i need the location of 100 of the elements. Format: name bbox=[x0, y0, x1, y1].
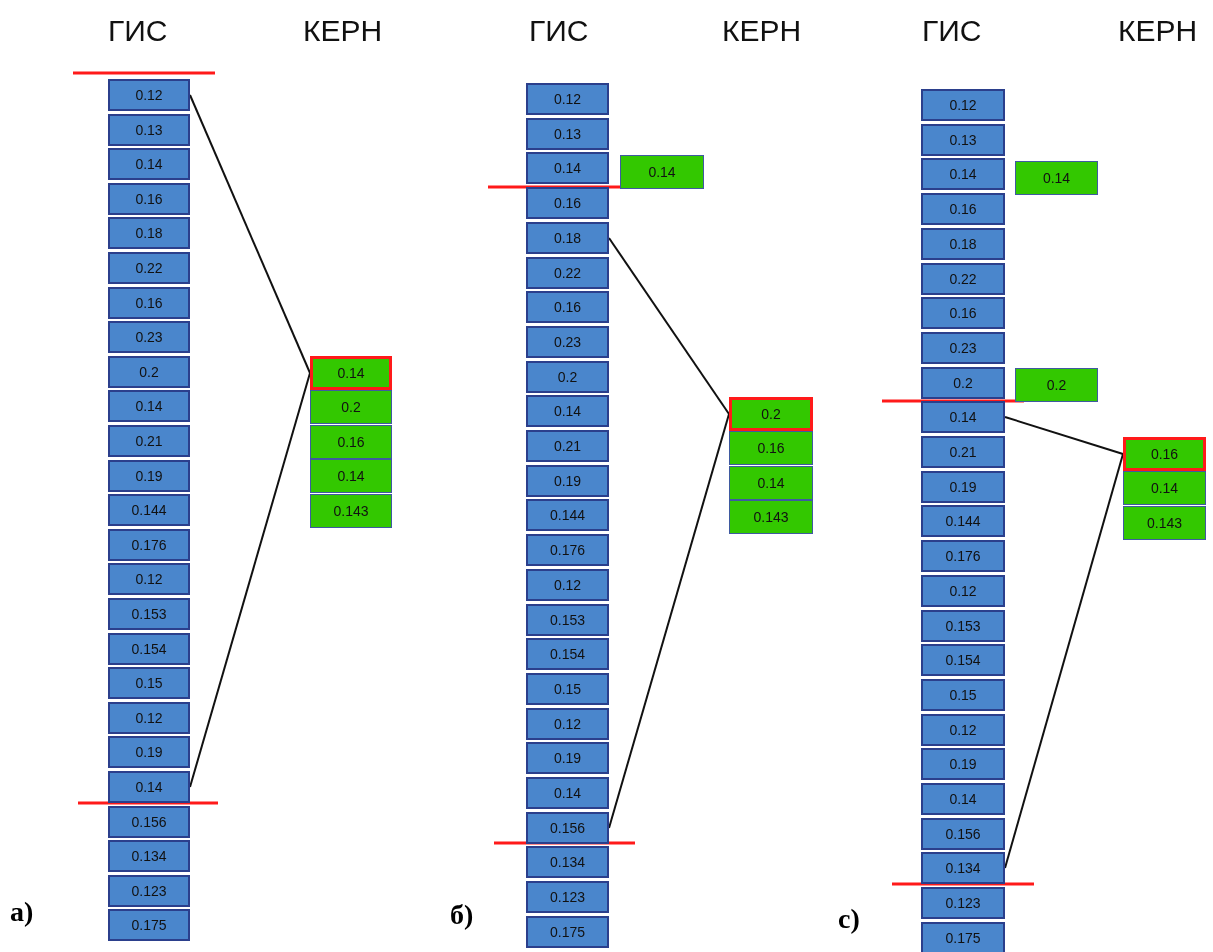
log-value-cell: 0.15 bbox=[108, 667, 190, 699]
log-value-cell: 0.21 bbox=[526, 430, 609, 462]
log-value-cell: 0.154 bbox=[526, 638, 609, 670]
log-value-cell: 0.123 bbox=[108, 875, 190, 907]
log-value-cell: 0.19 bbox=[921, 471, 1005, 503]
core-value-cell: 0.143 bbox=[1123, 506, 1206, 540]
log-value-cell: 0.14 bbox=[921, 158, 1005, 190]
panel-label: a) bbox=[10, 896, 34, 928]
log-value-cell: 0.175 bbox=[526, 916, 609, 948]
core-value-cell: 0.2 bbox=[310, 390, 392, 424]
connector-line bbox=[1004, 416, 1124, 455]
log-value-cell: 0.22 bbox=[108, 252, 190, 284]
log-value-cell: 0.144 bbox=[526, 499, 609, 531]
log-value-cell: 0.22 bbox=[526, 257, 609, 289]
log-value-cell: 0.12 bbox=[108, 563, 190, 595]
log-value-cell: 0.23 bbox=[526, 326, 609, 358]
panel-label: б) bbox=[450, 899, 474, 931]
core-value-cell: 0.16 bbox=[729, 431, 813, 465]
log-value-cell: 0.156 bbox=[921, 818, 1005, 850]
log-value-cell: 0.176 bbox=[526, 534, 609, 566]
log-value-cell: 0.14 bbox=[921, 783, 1005, 815]
core-value-cell: 0.14 bbox=[1123, 471, 1206, 505]
log-value-cell: 0.19 bbox=[108, 460, 190, 492]
core-value-cell: 0.2 bbox=[1015, 368, 1098, 402]
log-value-cell: 0.156 bbox=[108, 806, 190, 838]
log-value-cell: 0.16 bbox=[108, 287, 190, 319]
log-value-cell: 0.13 bbox=[921, 124, 1005, 156]
log-value-cell: 0.175 bbox=[108, 909, 190, 941]
connector-line bbox=[189, 94, 311, 374]
core-value-cell: 0.143 bbox=[729, 500, 813, 534]
log-value-cell: 0.12 bbox=[526, 708, 609, 740]
log-value-cell: 0.21 bbox=[921, 436, 1005, 468]
core-value-cell: 0.14 bbox=[310, 459, 392, 493]
log-value-cell: 0.14 bbox=[108, 390, 190, 422]
panel-label: c) bbox=[838, 903, 860, 935]
log-value-cell: 0.19 bbox=[526, 742, 609, 774]
log-value-cell: 0.18 bbox=[526, 222, 609, 254]
log-value-cell: 0.144 bbox=[108, 494, 190, 526]
column-heading: КЕРН bbox=[1118, 14, 1198, 48]
log-value-cell: 0.16 bbox=[921, 193, 1005, 225]
log-value-cell: 0.16 bbox=[921, 297, 1005, 329]
log-value-cell: 0.16 bbox=[526, 291, 609, 323]
log-value-cell: 0.19 bbox=[526, 465, 609, 497]
core-value-cell: 0.143 bbox=[310, 494, 392, 528]
log-value-cell: 0.12 bbox=[108, 702, 190, 734]
column-heading: ГИС bbox=[922, 14, 982, 48]
log-value-cell: 0.12 bbox=[526, 83, 609, 115]
core-value-cell: 0.16 bbox=[1123, 437, 1206, 471]
log-value-cell: 0.12 bbox=[921, 89, 1005, 121]
column-heading: КЕРН bbox=[303, 14, 383, 48]
log-value-cell: 0.153 bbox=[526, 604, 609, 636]
log-value-cell: 0.175 bbox=[921, 922, 1005, 952]
log-value-cell: 0.176 bbox=[108, 529, 190, 561]
log-value-cell: 0.2 bbox=[921, 367, 1005, 399]
log-value-cell: 0.14 bbox=[108, 771, 190, 803]
log-value-cell: 0.134 bbox=[921, 852, 1005, 884]
log-value-cell: 0.18 bbox=[108, 217, 190, 249]
log-value-cell: 0.14 bbox=[526, 152, 609, 184]
log-value-cell: 0.13 bbox=[526, 118, 609, 150]
log-value-cell: 0.16 bbox=[108, 183, 190, 215]
log-value-cell: 0.14 bbox=[526, 395, 609, 427]
log-value-cell: 0.154 bbox=[108, 633, 190, 665]
log-value-cell: 0.19 bbox=[921, 748, 1005, 780]
log-value-cell: 0.12 bbox=[108, 79, 190, 111]
column-heading: ГИС bbox=[529, 14, 589, 48]
log-value-cell: 0.13 bbox=[108, 114, 190, 146]
core-value-cell: 0.14 bbox=[310, 356, 392, 390]
log-value-cell: 0.12 bbox=[921, 714, 1005, 746]
log-value-cell: 0.123 bbox=[921, 887, 1005, 919]
connector-line bbox=[608, 237, 730, 415]
log-value-cell: 0.22 bbox=[921, 263, 1005, 295]
core-value-cell: 0.14 bbox=[620, 155, 704, 189]
log-value-cell: 0.144 bbox=[921, 505, 1005, 537]
log-value-cell: 0.15 bbox=[921, 679, 1005, 711]
log-value-cell: 0.2 bbox=[108, 356, 190, 388]
log-value-cell: 0.134 bbox=[526, 846, 609, 878]
log-value-cell: 0.14 bbox=[108, 148, 190, 180]
log-value-cell: 0.153 bbox=[921, 610, 1005, 642]
log-value-cell: 0.156 bbox=[526, 812, 609, 844]
log-value-cell: 0.18 bbox=[921, 228, 1005, 260]
column-heading: КЕРН bbox=[722, 14, 802, 48]
log-value-cell: 0.23 bbox=[921, 332, 1005, 364]
log-value-cell: 0.153 bbox=[108, 598, 190, 630]
log-value-cell: 0.16 bbox=[526, 187, 609, 219]
core-value-cell: 0.16 bbox=[310, 425, 392, 459]
log-value-cell: 0.12 bbox=[526, 569, 609, 601]
core-value-cell: 0.14 bbox=[1015, 161, 1098, 195]
column-heading: ГИС bbox=[108, 14, 168, 48]
log-value-cell: 0.19 bbox=[108, 736, 190, 768]
log-value-cell: 0.23 bbox=[108, 321, 190, 353]
log-value-cell: 0.21 bbox=[108, 425, 190, 457]
log-value-cell: 0.176 bbox=[921, 540, 1005, 572]
log-value-cell: 0.123 bbox=[526, 881, 609, 913]
log-value-cell: 0.14 bbox=[526, 777, 609, 809]
log-value-cell: 0.134 bbox=[108, 840, 190, 872]
log-value-cell: 0.2 bbox=[526, 361, 609, 393]
core-value-cell: 0.2 bbox=[729, 397, 813, 431]
core-value-cell: 0.14 bbox=[729, 466, 813, 500]
log-value-cell: 0.14 bbox=[921, 401, 1005, 433]
log-value-cell: 0.15 bbox=[526, 673, 609, 705]
